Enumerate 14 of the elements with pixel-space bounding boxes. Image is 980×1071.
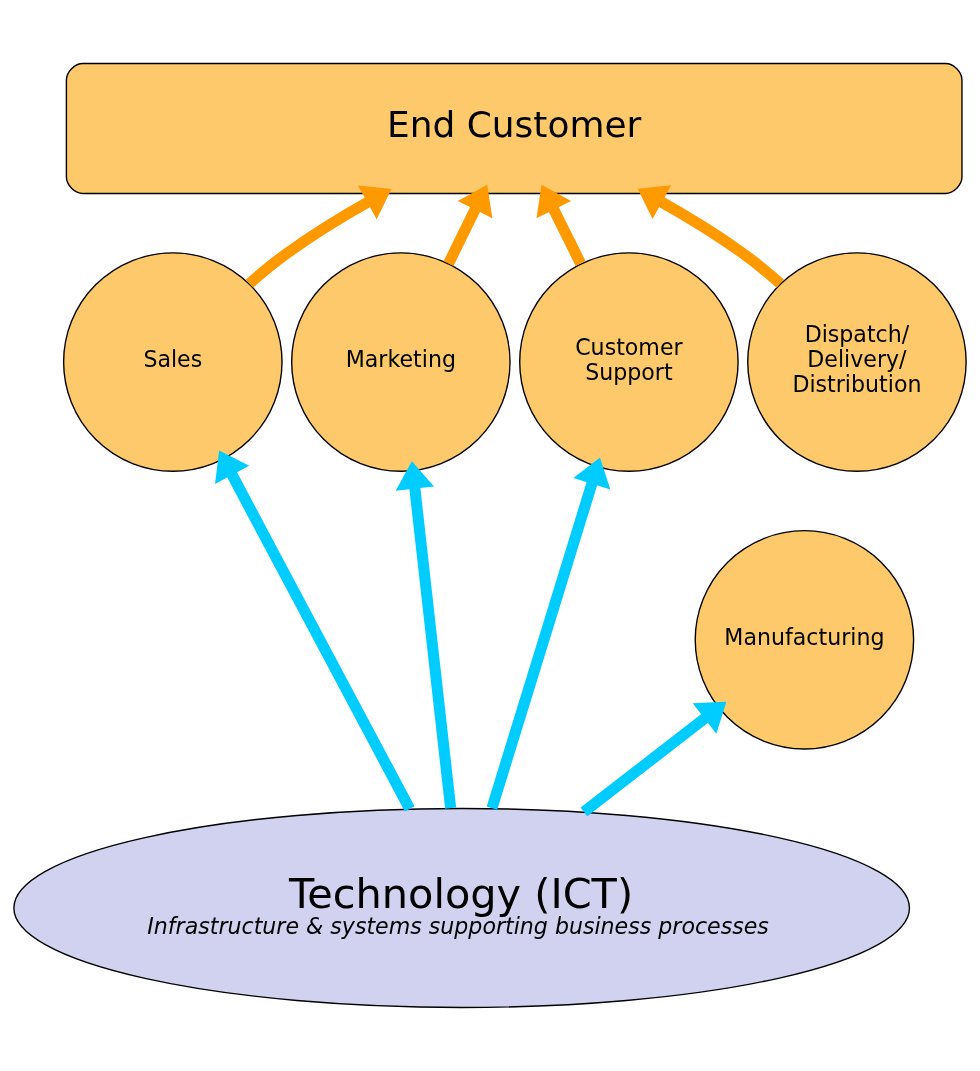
node-circle: Marketing xyxy=(291,252,511,472)
node-circle: Dispatch/ Delivery/ Distribution xyxy=(747,252,967,472)
node-circle: Sales xyxy=(62,252,283,472)
arrow xyxy=(580,701,727,817)
node-circle: Customer Support xyxy=(519,252,739,472)
node-ellipse: Technology (ICT) Infrastructure & systems supporting business processes xyxy=(13,807,911,1009)
arrow xyxy=(536,184,586,266)
arrow xyxy=(637,185,784,288)
arrow xyxy=(215,450,415,812)
arrow xyxy=(245,185,392,288)
arrow xyxy=(486,457,611,810)
arrow xyxy=(395,461,457,809)
node-box: End Customer xyxy=(65,62,963,195)
arrow xyxy=(443,184,493,266)
